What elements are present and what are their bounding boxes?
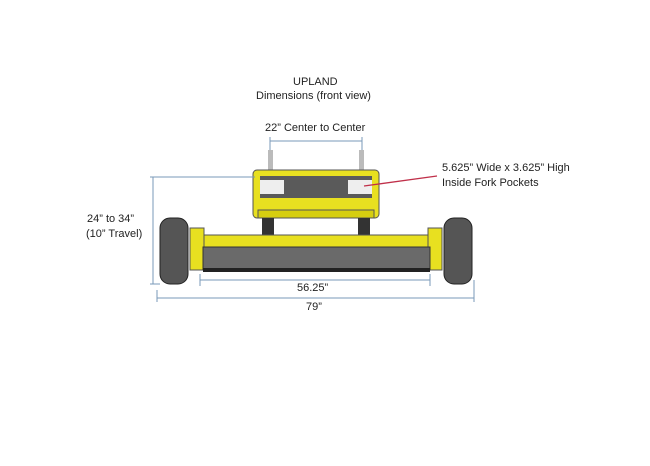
right-wheel	[443, 217, 473, 285]
fork-pocket-arrow	[363, 175, 438, 187]
fork-pockets-line1: 5.625” Wide x 3.625” High	[442, 162, 570, 174]
center-to-center-label: 22” Center to Center	[265, 122, 366, 134]
left-fork-pocket	[260, 180, 284, 194]
dimension-lines	[150, 137, 475, 302]
left-wheel	[159, 217, 189, 285]
left-post	[268, 150, 273, 172]
left-bracket	[189, 227, 205, 271]
subtitle: Dimensions (front view)	[256, 90, 371, 102]
title: UPLAND	[293, 76, 338, 88]
right-fork-pocket	[348, 180, 372, 194]
height-range-label: 24” to 34”	[87, 213, 135, 225]
travel-label: (10” Travel)	[86, 228, 143, 240]
deck-width-label: 56.25”	[297, 282, 329, 294]
deck	[202, 246, 431, 271]
overall-width-label: 79”	[306, 301, 322, 313]
right-post	[359, 150, 364, 172]
fork-bar	[260, 176, 372, 198]
main-beam	[189, 234, 443, 248]
fork-pockets-line2: Inside Fork Pockets	[442, 177, 539, 189]
